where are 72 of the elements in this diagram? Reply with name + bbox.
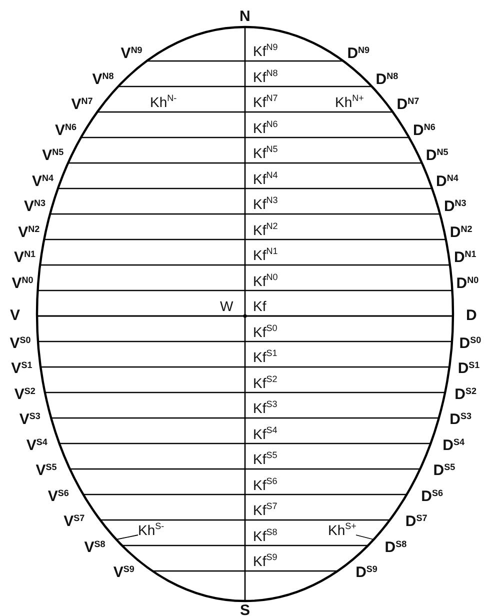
leader-line	[356, 534, 374, 540]
boundary-label: V$^{S2}$	[14, 388, 36, 402]
center-label: Kf$^{N0}$	[253, 274, 278, 288]
boundary-label: D$^{S4}$	[442, 438, 464, 452]
center-label: Kf$^{S0}$	[253, 324, 278, 338]
boundary-label: D$^{S9}$	[356, 566, 378, 580]
center-label: Kf$^{N4}$	[253, 172, 278, 186]
boundary-label: D$^{S2}$	[454, 388, 477, 402]
center-label: Kf$^{N8}$	[253, 70, 278, 84]
center-label: Kf$^{N5}$	[253, 146, 278, 160]
region-label: Kh$^{S+}$	[328, 523, 356, 537]
boundary-label: V$^{N9}$	[120, 47, 142, 61]
boundary-label: D	[466, 309, 477, 323]
boundary-label: D$^{N6}$	[413, 124, 436, 138]
center-label: Kf$^{N9}$	[253, 44, 278, 58]
boundary-label: V$^{N3}$	[24, 200, 46, 214]
center-label: Kf$^{N2}$	[253, 222, 278, 236]
region-label: Kh$^{N+}$	[335, 95, 364, 109]
pole-label: N	[240, 10, 250, 24]
boundary-label: V$^{S1}$	[11, 362, 32, 376]
boundary-label: V$^{S4}$	[26, 438, 48, 452]
boundary-label: D$^{N5}$	[426, 149, 448, 163]
boundary-label: V$^{S3}$	[19, 413, 40, 427]
boundary-label: D$^{N1}$	[454, 251, 476, 265]
boundary-label: V$^{N8}$	[92, 72, 114, 86]
boundary-label: D$^{S3}$	[450, 413, 472, 427]
boundary-label: V$^{S9}$	[113, 566, 134, 580]
leader-line	[116, 534, 138, 540]
boundary-label: D$^{S5}$	[433, 464, 456, 478]
boundary-label: V$^{S7}$	[64, 515, 85, 529]
center-label: Kf$^{S9}$	[253, 554, 278, 568]
point-label: W	[220, 299, 234, 313]
boundary-label: D$^{N9}$	[347, 47, 370, 61]
center-label: Kf	[253, 299, 266, 313]
pole-label: S	[240, 604, 250, 616]
center-label: Kf$^{S5}$	[253, 452, 278, 466]
boundary-label: V$^{N0}$	[12, 276, 34, 290]
boundary-label: V$^{N2}$	[18, 226, 40, 240]
boundary-label: V$^{N1}$	[14, 251, 36, 265]
boundary-label: D$^{N4}$	[436, 174, 458, 188]
boundary-label: V$^{N4}$	[32, 174, 54, 188]
boundary-label: V$^{N5}$	[42, 149, 64, 163]
boundary-label: D$^{S8}$	[384, 540, 407, 554]
boundary-label: D$^{S6}$	[421, 490, 443, 504]
center-label: Kf$^{N3}$	[253, 197, 278, 211]
center-label: Kf$^{S7}$	[253, 503, 278, 517]
boundary-label: V$^{N7}$	[71, 98, 93, 112]
region-label: Kh$^{N-}$	[150, 95, 177, 109]
center-label: Kf$^{S3}$	[253, 401, 278, 415]
boundary-label: V	[10, 309, 20, 323]
center-label: Kf$^{N1}$	[253, 248, 278, 262]
center-label: Kf$^{S6}$	[253, 478, 278, 492]
boundary-label: D$^{N7}$	[396, 98, 420, 112]
boundary-label: D$^{N2}$	[450, 226, 472, 240]
center-label: Kf$^{S2}$	[253, 376, 278, 390]
boundary-label: V$^{S6}$	[48, 490, 69, 504]
boundary-label: D$^{S7}$	[405, 515, 428, 529]
center-label: Kf$^{N7}$	[253, 95, 278, 109]
region-label: Kh$^{S-}$	[138, 523, 164, 537]
boundary-label: V$^{S8}$	[84, 540, 106, 554]
center-label: Kf$^{N6}$	[253, 120, 278, 134]
center-label: Kf$^{S4}$	[253, 426, 278, 440]
boundary-label: V$^{S5}$	[36, 464, 57, 478]
boundary-label: D$^{S1}$	[458, 362, 480, 376]
boundary-label: D$^{N8}$	[376, 72, 398, 86]
boundary-label: D$^{S0}$	[459, 336, 482, 350]
center-label: Kf$^{S8}$	[253, 528, 278, 542]
boundary-label: D$^{N0}$	[456, 276, 479, 290]
boundary-label: D$^{N3}$	[444, 200, 466, 214]
center-label: Kf$^{S1}$	[253, 350, 278, 364]
boundary-label: V$^{N6}$	[54, 124, 76, 138]
boundary-label: V$^{S0}$	[10, 336, 31, 350]
